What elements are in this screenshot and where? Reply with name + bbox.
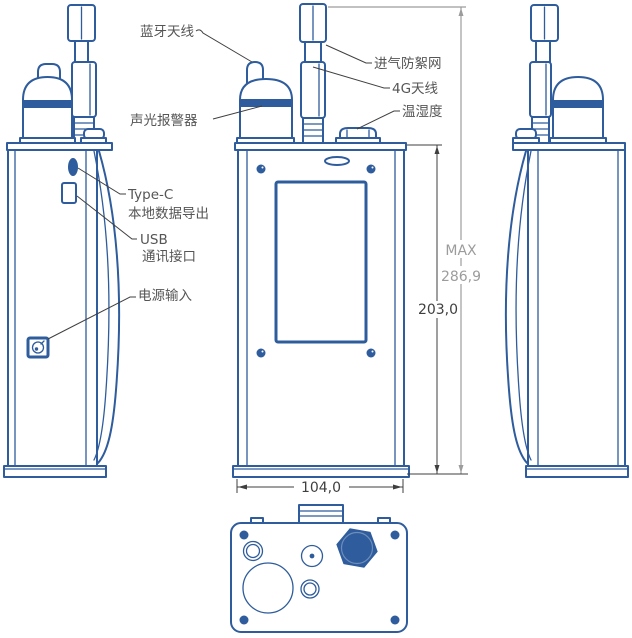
front-view bbox=[232, 3, 410, 478]
label-intake-mesh: 进气防絮网 bbox=[374, 55, 442, 72]
callout-labels: 蓝牙天线 声光报警器 进气防絮网 4G天线 温湿度 Type-C 本地数据导出 … bbox=[127, 24, 443, 304]
dimension-body-height: 203,0 bbox=[407, 144, 468, 475]
front-screws bbox=[256, 164, 376, 358]
type-c-port bbox=[68, 158, 78, 176]
callout-leader-lines bbox=[47, 29, 400, 340]
display-screen bbox=[274, 180, 368, 344]
large-vent-ring bbox=[242, 562, 294, 614]
leader-type-c bbox=[77, 167, 126, 195]
cable-gland-hexagon bbox=[336, 528, 378, 568]
label-bluetooth-antenna: 蓝牙天线 bbox=[140, 24, 194, 40]
dim-width-value: 104,0 bbox=[301, 480, 341, 496]
dim-max-value: 286,9 bbox=[441, 269, 481, 285]
label-type-c: Type-C bbox=[127, 187, 173, 203]
alarm-dome-front bbox=[236, 78, 295, 144]
bottom-shell bbox=[230, 522, 408, 633]
antenna-4g-front bbox=[299, 3, 327, 144]
left-body bbox=[3, 142, 121, 478]
label-4g-antenna: 4G天线 bbox=[392, 81, 438, 97]
temp-humidity-sensor-left bbox=[80, 128, 107, 144]
center-sensor-ring bbox=[300, 544, 324, 568]
alarm-dome-left bbox=[19, 76, 76, 144]
bottom-view bbox=[230, 504, 408, 633]
label-usb: USB bbox=[140, 232, 168, 248]
label-alarm: 声光报警器 bbox=[130, 113, 198, 129]
power-input-jack bbox=[26, 336, 50, 359]
small-port-top bbox=[242, 540, 264, 562]
leader-temp-humidity bbox=[356, 110, 400, 130]
right-body bbox=[504, 142, 629, 478]
dim-max-label: MAX bbox=[445, 243, 477, 259]
leader-power bbox=[47, 296, 136, 340]
leader-4g bbox=[312, 66, 390, 89]
label-usb-desc: 通讯接口 bbox=[142, 248, 196, 265]
bottom-screws bbox=[239, 530, 400, 625]
leader-alarm bbox=[212, 105, 263, 120]
left-side-view bbox=[3, 4, 121, 478]
bottom-mount bbox=[298, 504, 344, 525]
small-port-bottom bbox=[300, 579, 320, 599]
usb-port bbox=[61, 182, 77, 204]
dimension-max-height: MAX 286,9 bbox=[328, 6, 485, 474]
temp-humidity-sensor-front bbox=[335, 127, 381, 144]
leader-bluetooth bbox=[195, 29, 253, 63]
label-power-input: 电源输入 bbox=[138, 288, 192, 304]
temp-humidity-sensor-right bbox=[512, 128, 540, 144]
alarm-dome-right bbox=[549, 76, 607, 144]
label-temp-humidity: 温湿度 bbox=[402, 104, 443, 120]
leader-intake-mesh bbox=[325, 44, 372, 64]
indicator-slot bbox=[324, 156, 350, 166]
leader-usb bbox=[76, 195, 137, 240]
right-side-view bbox=[504, 4, 629, 478]
dimension-width: 104,0 bbox=[236, 479, 404, 496]
dim-height-value: 203,0 bbox=[418, 302, 458, 318]
label-type-c-desc: 本地数据导出 bbox=[128, 206, 209, 222]
